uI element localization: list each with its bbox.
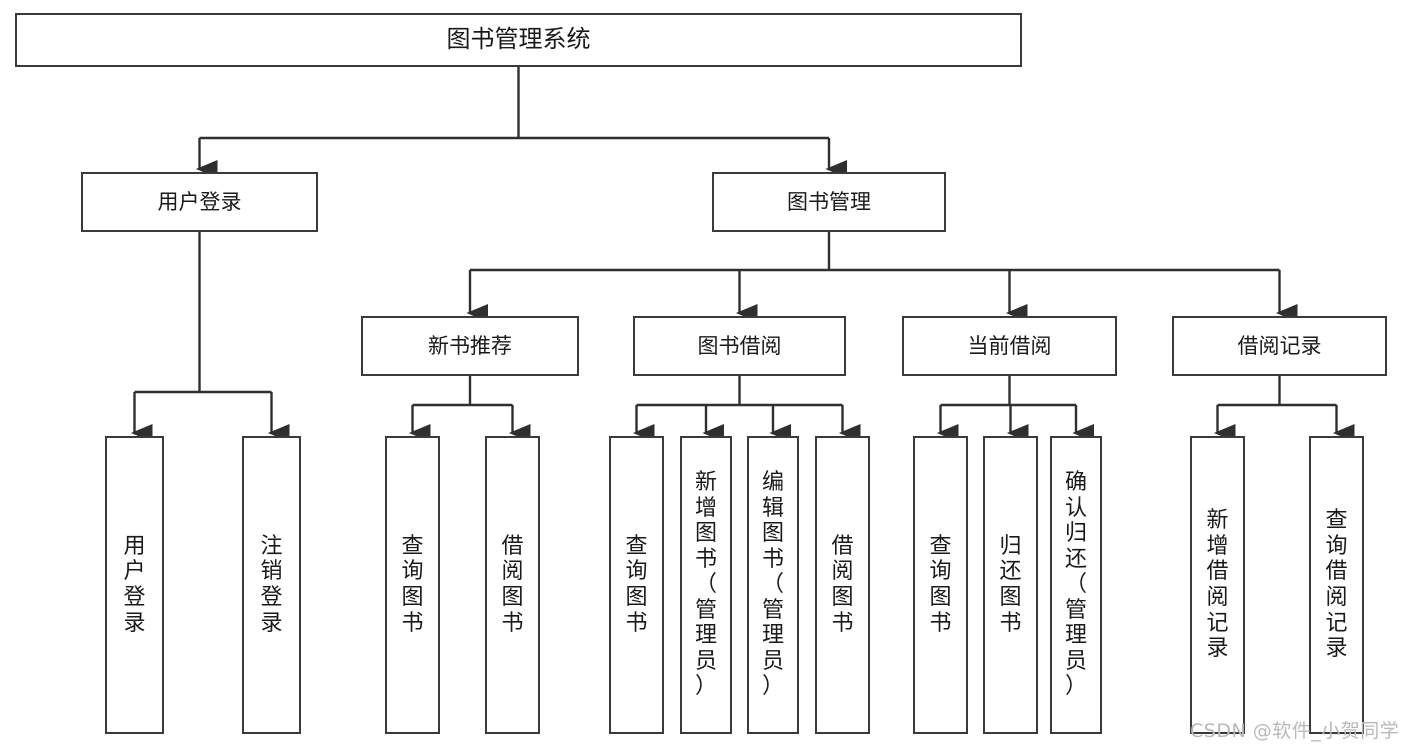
node-leaf-confirm-return-label: 确 认 归 还 （ 管 理 员 ） (1064, 470, 1087, 700)
node-leaf-add-borrow-record-label: 新 增 借 阅 记 录 (1206, 508, 1229, 662)
node-leaf-confirm-return[interactable]: 确 认 归 还 （ 管 理 员 ） (1050, 436, 1102, 734)
node-current-borrow[interactable]: 当前借阅 (902, 316, 1117, 376)
node-leaf-query-book-1-label: 查 询 图 书 (401, 533, 424, 636)
node-leaf-query-book-3[interactable]: 查 询 图 书 (913, 436, 968, 734)
node-leaf-return-book[interactable]: 归 还 图 书 (983, 436, 1038, 734)
node-leaf-query-book-2-label: 查 询 图 书 (625, 533, 648, 636)
node-borrow-record-label: 借阅记录 (1237, 333, 1322, 358)
node-borrow-record[interactable]: 借阅记录 (1172, 316, 1387, 376)
node-book-manage-label: 图书管理 (787, 189, 871, 214)
node-user-login[interactable]: 用户登录 (81, 172, 318, 232)
node-root[interactable]: 图书管理系统 (15, 13, 1022, 67)
node-book-borrow[interactable]: 图书借阅 (633, 316, 846, 376)
node-leaf-return-book-label: 归 还 图 书 (999, 533, 1022, 636)
node-leaf-query-book-3-label: 查 询 图 书 (929, 533, 952, 636)
node-user-login-label: 用户登录 (157, 189, 242, 214)
node-leaf-query-book-2[interactable]: 查 询 图 书 (609, 436, 664, 734)
node-leaf-borrow-book-1-label: 借 阅 图 书 (501, 533, 524, 636)
node-root-label: 图书管理系统 (446, 25, 591, 54)
node-leaf-user-login[interactable]: 用 户 登 录 (105, 436, 164, 734)
node-new-book-recommend-label: 新书推荐 (428, 333, 512, 358)
node-new-book-recommend[interactable]: 新书推荐 (361, 316, 579, 376)
node-leaf-add-borrow-record[interactable]: 新 增 借 阅 记 录 (1190, 436, 1245, 734)
node-leaf-add-book-label: 新 增 图 书 （ 管 理 员 ） (694, 470, 717, 700)
node-current-borrow-label: 当前借阅 (967, 333, 1052, 358)
node-book-manage[interactable]: 图书管理 (712, 172, 946, 232)
node-leaf-query-borrow-record[interactable]: 查 询 借 阅 记 录 (1309, 436, 1364, 734)
node-leaf-query-borrow-record-label: 查 询 借 阅 记 录 (1325, 508, 1348, 662)
node-leaf-logout-login-label: 注 销 登 录 (260, 533, 283, 636)
node-leaf-edit-book[interactable]: 编 辑 图 书 （ 管 理 员 ） (747, 436, 799, 734)
node-leaf-user-login-label: 用 户 登 录 (123, 533, 146, 636)
node-book-borrow-label: 图书借阅 (697, 333, 782, 358)
csdn-watermark: CSDN @软件_小贺同学 (1190, 720, 1400, 742)
node-leaf-borrow-book-2[interactable]: 借 阅 图 书 (815, 436, 870, 734)
node-leaf-edit-book-label: 编 辑 图 书 （ 管 理 员 ） (761, 470, 784, 700)
node-leaf-borrow-book-1[interactable]: 借 阅 图 书 (485, 436, 540, 734)
node-leaf-logout-login[interactable]: 注 销 登 录 (242, 436, 301, 734)
node-leaf-borrow-book-2-label: 借 阅 图 书 (831, 533, 854, 636)
node-leaf-add-book[interactable]: 新 增 图 书 （ 管 理 员 ） (680, 436, 732, 734)
node-leaf-query-book-1[interactable]: 查 询 图 书 (385, 436, 440, 734)
